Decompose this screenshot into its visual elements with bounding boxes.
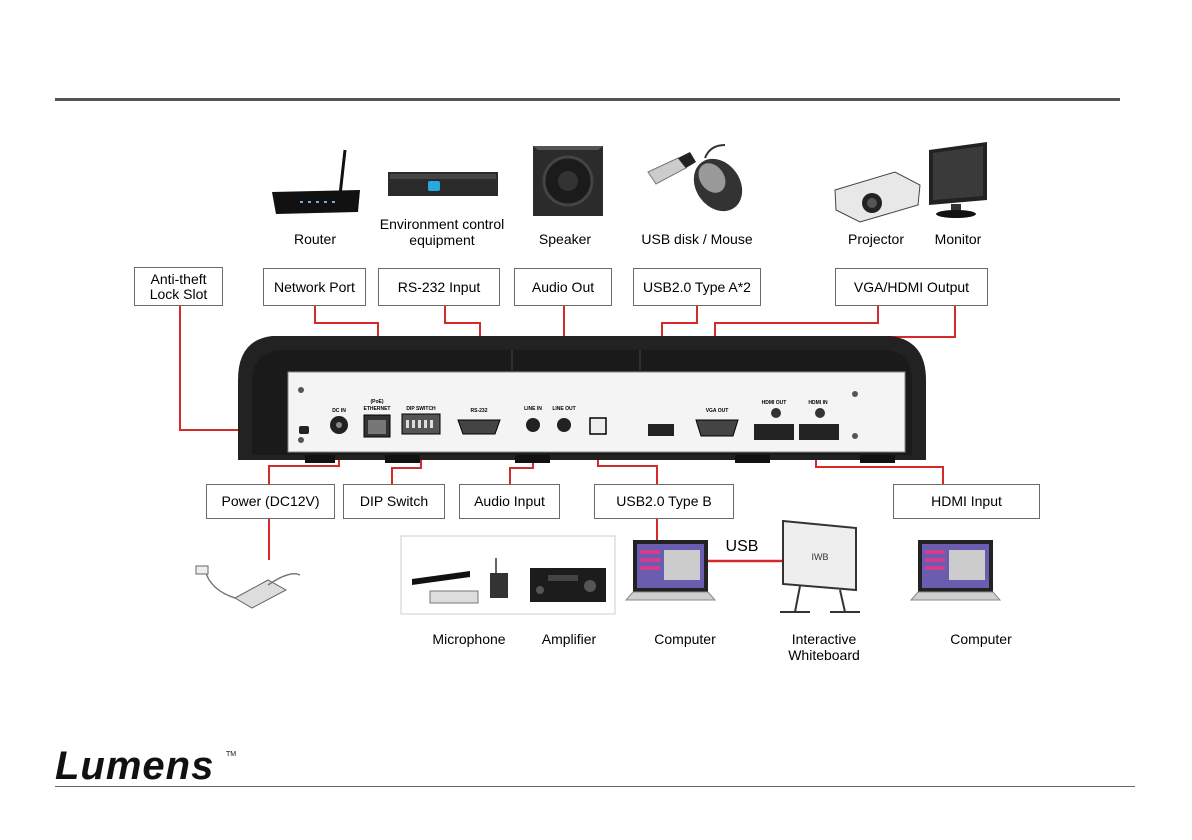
microphone-image [412, 558, 508, 604]
monitor-image [929, 142, 987, 218]
label-line-out: LINE OUT [552, 406, 575, 412]
label-hdmi-in: HDMI IN [808, 400, 828, 406]
device-rear-panel [238, 336, 926, 463]
computer-right-image [909, 540, 1002, 601]
anti-theft-box: Anti-theft Lock Slot [134, 267, 223, 306]
lumens-logo: Lumens [55, 744, 215, 788]
usb-type-b-box: USB2.0 Type B [594, 484, 734, 519]
label-vga-out: VGA OUT [706, 408, 729, 414]
amplifier-label: Amplifier [541, 631, 597, 647]
microphone-label: Microphone [432, 631, 506, 647]
label-dc-in: DC IN [332, 408, 346, 414]
audio-input-box: Audio Input [459, 484, 560, 519]
speaker-image [533, 146, 603, 216]
projector-image [834, 171, 921, 223]
router-image [272, 149, 360, 214]
audio-equipment-panel [400, 535, 616, 615]
computer-left-image [624, 540, 717, 601]
usb-a-port [648, 424, 674, 436]
vga-hdmi-output-box: VGA/HDMI Output [835, 268, 988, 306]
interactive-whiteboard-label: Interactive Whiteboard [788, 631, 860, 663]
speaker-label: Speaker [538, 231, 592, 247]
dip-switch-box: DIP Switch [343, 484, 445, 519]
panel-port-labels: DC IN (PoE) ETHERNET DIP SWITCH RS-232 L… [332, 399, 828, 414]
interactive-whiteboard-image: IWB [780, 519, 860, 613]
vga-port [695, 419, 739, 437]
footer-rule [55, 786, 1135, 787]
label-line-in: LINE IN [524, 406, 542, 412]
audio-out-box: Audio Out [514, 268, 612, 306]
network-port-box: Network Port [263, 268, 366, 306]
projector-label: Projector [847, 231, 905, 247]
computer-right-label: Computer [950, 631, 1012, 647]
label-dip: DIP SWITCH [406, 406, 436, 412]
usb-disk-mouse-label: USB disk / Mouse [641, 231, 753, 247]
amplifier-image [530, 568, 606, 602]
hdmi-out-port [754, 424, 794, 440]
computer-left-label: Computer [654, 631, 716, 647]
iwb-screen-label: IWB [812, 552, 829, 562]
label-ethernet: ETHERNET [364, 406, 391, 412]
usb-link-label: USB [725, 538, 759, 555]
usb-mouse-image [647, 144, 743, 212]
rs232-port [457, 419, 501, 435]
monitor-label: Monitor [934, 231, 982, 247]
power-box: Power (DC12V) [206, 484, 335, 519]
line-out-port [557, 418, 571, 432]
lock-slot [299, 426, 309, 434]
hdmi-input-box: HDMI Input [893, 484, 1040, 519]
usb-type-a-box: USB2.0 Type A*2 [633, 268, 761, 306]
label-hdmi-out: HDMI OUT [762, 400, 787, 406]
power-adapter-image [195, 565, 301, 609]
hdmi-in-port [799, 424, 839, 440]
environment-control-label: Environment control equipment [379, 216, 505, 248]
trademark-mark: TM [226, 751, 237, 758]
usb-b-port [589, 417, 607, 435]
environment-control-image [388, 172, 498, 196]
router-label: Router [293, 231, 337, 247]
label-rs232: RS-232 [471, 408, 488, 414]
label-poe: (PoE) [370, 399, 383, 405]
rs232-input-box: RS-232 Input [378, 268, 500, 306]
header-rule [55, 98, 1120, 101]
line-in-port [526, 418, 540, 432]
